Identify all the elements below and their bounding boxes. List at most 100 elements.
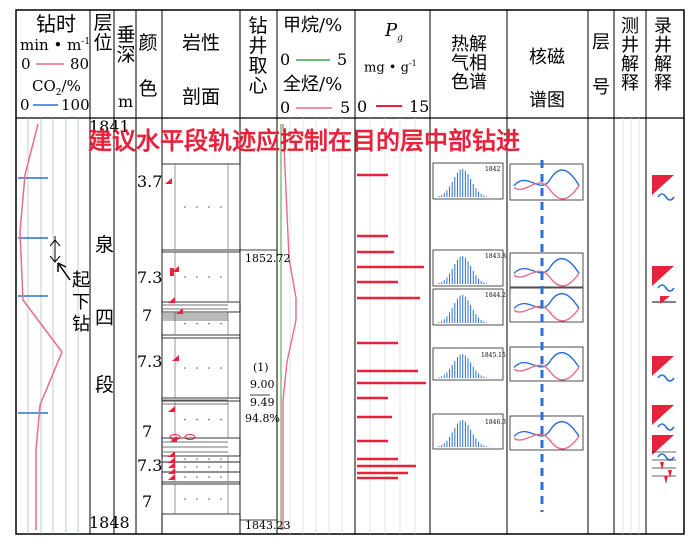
pyro-header: 热解气相色谱 <box>433 34 505 93</box>
nmr-curve-pink <box>513 364 580 381</box>
chrom-label-5: 1846.3 <box>485 419 506 426</box>
chrom-label-2: 1843.8 <box>485 253 506 260</box>
depth-unit: m <box>118 92 134 111</box>
oil-show-marker <box>168 451 175 457</box>
trip-pointer-arrow <box>57 262 71 281</box>
mudlog-flag <box>652 405 674 425</box>
lith-header-1: 岩性 <box>182 32 221 54</box>
oil-show-marker <box>168 297 175 303</box>
mudlog-interp-header-char: 释 <box>654 72 672 94</box>
core-number: (1) <box>253 361 269 374</box>
depth-header: 垂深 <box>114 24 138 66</box>
lithology-dot <box>220 418 222 421</box>
color-code-1: 3.7 <box>137 172 163 191</box>
mudlog-interp-header: 录井解释 <box>652 17 674 94</box>
pyro-header-line: 热解 <box>451 34 487 55</box>
lith-header-2: 剖面 <box>182 86 221 108</box>
color-code-7: 7 <box>142 492 153 511</box>
time-scale-min: 0 <box>21 55 31 73</box>
lithology-bed <box>161 483 241 515</box>
lithology-dot <box>196 322 198 325</box>
co2-scale-max: 100 <box>61 96 90 114</box>
pg-unit: mg • g-1 <box>364 59 417 76</box>
core-length: 9.00 <box>250 378 275 391</box>
core-bottom-depth: 1843.23 <box>245 519 291 532</box>
pg-scale-min: 0 <box>357 97 368 116</box>
lithology-bed <box>161 163 241 251</box>
nmr-curve-blue <box>513 351 580 368</box>
layer-no-header-char: 号 <box>592 76 610 98</box>
log-interp-header: 测井解释 <box>619 16 641 94</box>
layer-no-header-char: 层 <box>592 32 610 53</box>
depth-header-char: 深 <box>116 43 136 66</box>
core-top-depth: 1852.72 <box>245 252 291 265</box>
trip-annotation-2: 下 <box>72 292 90 313</box>
lithology-dot <box>184 322 186 325</box>
log-interp-header-char: 解 <box>621 53 639 75</box>
nmr-curve-blue <box>513 292 580 309</box>
ch4-scale-max: 5 <box>337 50 348 69</box>
color-code-5: 7 <box>142 422 153 441</box>
color-header-char: 色 <box>138 77 158 100</box>
mudlog-flag <box>652 175 674 195</box>
mudlog-wave <box>657 374 675 382</box>
drilling-time-curve <box>19 123 63 530</box>
lithology-dot <box>208 498 210 500</box>
lithology-dot <box>208 206 210 208</box>
trip-annotation-1: 起 <box>72 270 90 291</box>
time-scale-max: 80 <box>70 55 90 73</box>
nmr-curve-blue <box>513 420 580 437</box>
layer-no-header: 层号 <box>590 32 612 98</box>
color-header: 颜色 <box>136 32 160 100</box>
mudlog-interp-header-char: 井 <box>654 34 672 56</box>
total-gas-curve <box>282 123 297 530</box>
layer-header: 层位 <box>91 12 115 54</box>
oil-show-marker <box>168 468 175 474</box>
lithology-dot <box>220 498 222 500</box>
core-footage: 9.49 <box>250 396 275 409</box>
oil-show-marker <box>168 474 175 480</box>
lithology-dot <box>220 466 222 468</box>
outer-frame <box>15 9 685 535</box>
lithology-dot <box>220 458 222 460</box>
time-header-title: 钻时 <box>36 12 76 36</box>
lithology-dot <box>184 498 186 500</box>
color-code-2: 7.3 <box>137 268 163 287</box>
tg-scale-max: 5 <box>340 98 351 117</box>
lithology-dot <box>184 367 186 369</box>
log-interp-header-char: 井 <box>621 34 639 56</box>
trip-arrow-heads <box>49 239 61 263</box>
core-header-char: 取 <box>248 54 268 77</box>
depth-bottom: 1848 <box>89 513 130 532</box>
mudlog-flag <box>652 435 674 455</box>
core-header-char: 钻 <box>248 15 268 37</box>
mudlog-wave <box>657 453 675 461</box>
formation-char-1: 泉 <box>95 234 115 256</box>
mudlog-flag <box>652 266 674 286</box>
tg-header: 全烃/% <box>283 74 343 95</box>
pg-scale-max: 15 <box>409 97 430 116</box>
oil-show-marker <box>168 457 175 463</box>
lithology-dot <box>208 276 210 278</box>
lithology-dot <box>208 458 210 460</box>
lithology-dot <box>208 476 210 478</box>
lithology-dot <box>196 498 198 500</box>
lithology-dot <box>208 322 210 325</box>
depth-header-char: 垂 <box>116 24 136 46</box>
lithology-dot <box>184 466 186 468</box>
color-header-char: 颜 <box>138 32 158 54</box>
nmr-curve-pink <box>513 305 580 322</box>
nmr-header-line: 谱图 <box>529 90 565 112</box>
oil-show-marker <box>168 462 175 468</box>
oil-show-marker <box>165 178 172 184</box>
lithology-dot <box>220 206 222 208</box>
core-header-char: 井 <box>248 34 268 57</box>
nmr-header-line: 核磁 <box>529 47 565 68</box>
lithology-bed <box>161 400 241 439</box>
core-header-char: 心 <box>248 74 268 97</box>
log-interp-header-char: 测 <box>621 16 639 37</box>
layer-header-char: 层 <box>93 12 113 34</box>
lithology-bed <box>161 251 241 303</box>
nmr-frame <box>509 287 584 323</box>
